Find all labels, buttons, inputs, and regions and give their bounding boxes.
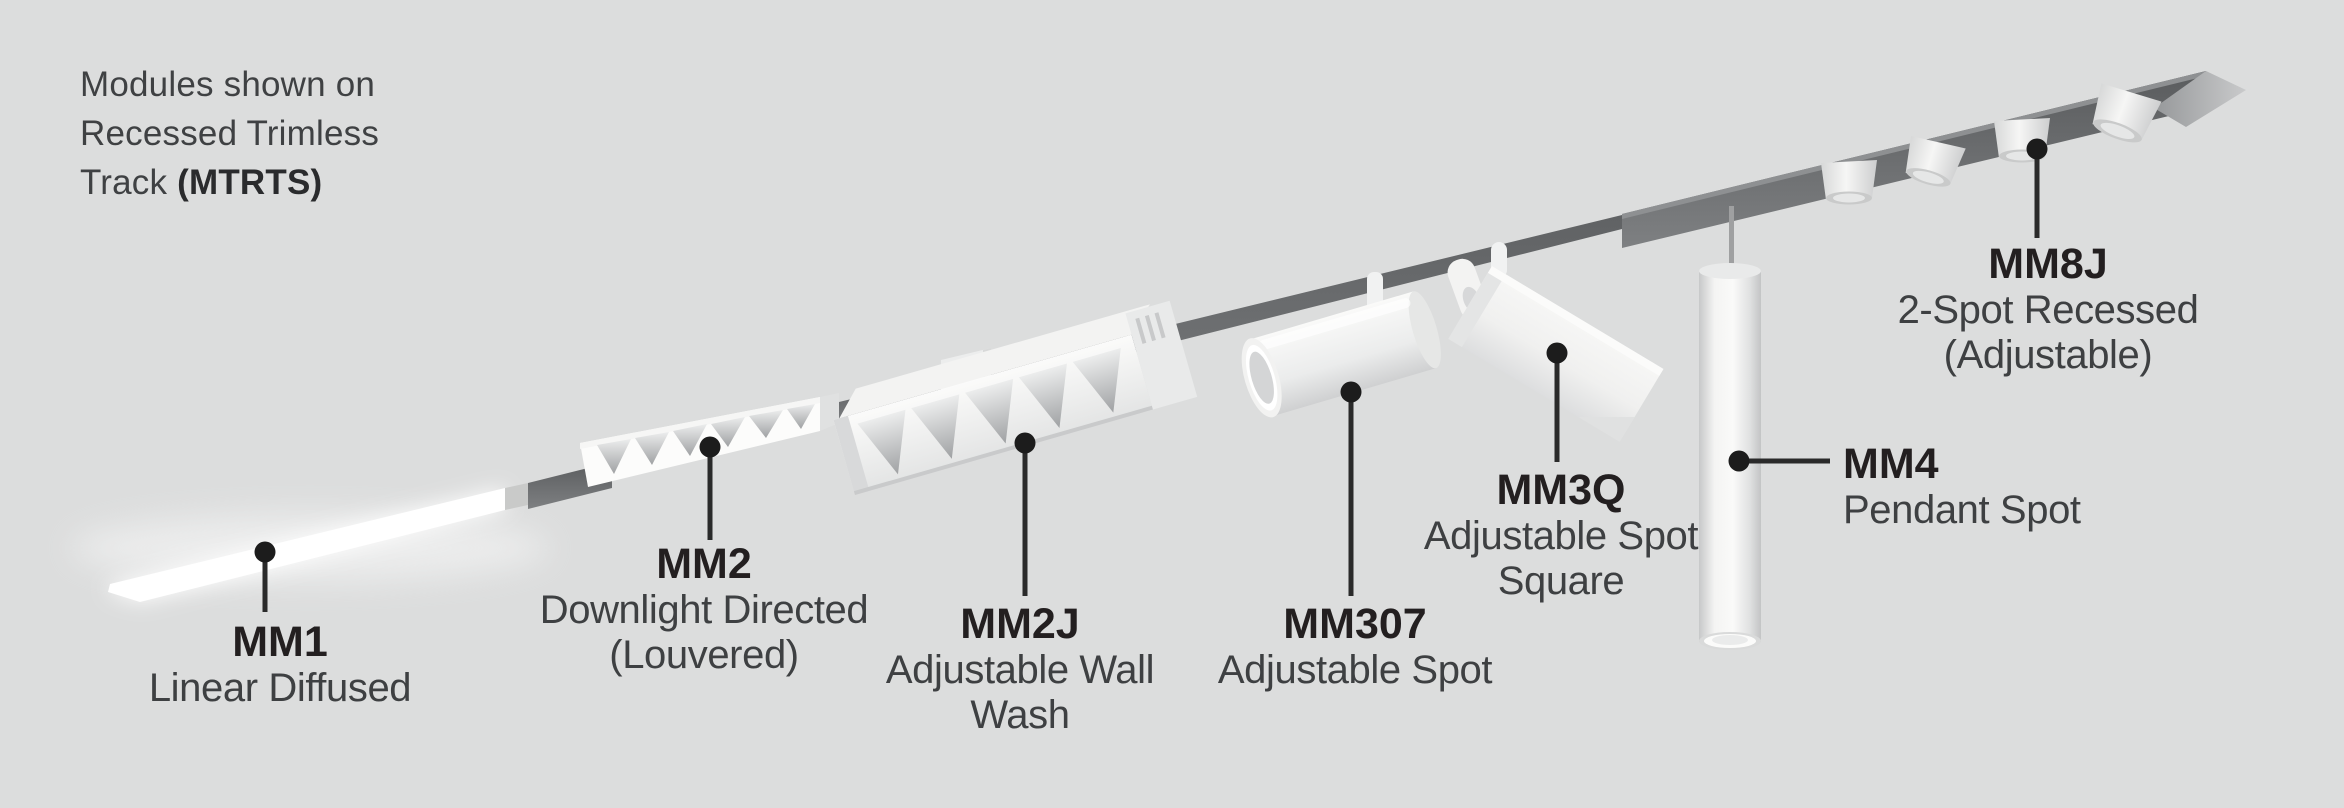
module-desc: Downlight Directed	[539, 588, 869, 632]
mm307-opening-inner	[1249, 351, 1274, 404]
mm2-louver-cell	[711, 417, 745, 447]
module-desc: Adjustable Wall	[885, 648, 1155, 692]
mm2-louver-cell	[597, 439, 631, 474]
mm4-fixture	[1699, 206, 1761, 650]
mm8j-spot-4	[2092, 83, 2162, 143]
title-line-2: Recessed Trimless	[80, 114, 380, 153]
mm4-top-cap	[1699, 263, 1761, 279]
mm2-louver-cell	[673, 424, 707, 456]
module-id: MM1	[232, 618, 328, 666]
leader-dot-mm307	[1340, 381, 1362, 403]
mm2-louver-cell	[749, 410, 783, 438]
mm1-fixture-strip	[108, 488, 505, 602]
leader-dots	[254, 138, 2048, 563]
mm8j-spot-1	[1821, 160, 1877, 205]
mm2j-louver-cell	[911, 394, 960, 459]
mm2j-vent	[1154, 312, 1166, 339]
module-id: MM2J	[960, 600, 1080, 648]
mm4-aperture	[1712, 635, 1748, 645]
mm2j-fixture	[833, 300, 1198, 495]
mm8j-spot-body	[1821, 160, 1877, 200]
track-endcap-1	[505, 483, 528, 510]
mm2j-bottom-edge	[853, 405, 1153, 495]
module-label-mm3q: MM3Q Adjustable Spot Square	[1423, 466, 1699, 604]
mm4-suspension-wire	[1729, 206, 1734, 276]
leader-dot-mm8j	[2026, 138, 2048, 160]
mm2j-louver-cell	[1072, 348, 1121, 413]
module-desc: (Adjustable)	[1943, 333, 2153, 377]
mm3q-top-edge	[1487, 266, 1664, 376]
mm307-rear-cap	[1408, 291, 1441, 369]
module-desc: 2-Spot Recessed	[1897, 288, 2199, 332]
leader-lines	[262, 149, 2040, 612]
mm8j-spot-lens	[1833, 193, 1865, 203]
mm2j-left-shade	[833, 415, 870, 495]
module-desc: Linear Diffused	[148, 666, 412, 710]
mm2j-vent	[1144, 315, 1156, 342]
module-id: MM2	[656, 540, 752, 588]
mm8j-spot-2	[1905, 135, 1966, 187]
mm8j-spot-lens	[2100, 122, 2135, 139]
module-label-mm8j: MM8J 2-Spot Recessed (Adjustable)	[1898, 240, 2199, 378]
module-id: MM8J	[1988, 240, 2108, 288]
module-id: MM3Q	[1496, 466, 1626, 514]
mm3q-left-face	[1448, 266, 1506, 348]
leader-dot-mm2	[699, 436, 721, 458]
mm307-fixture	[1241, 291, 1441, 418]
module-desc: (Louvered)	[609, 633, 799, 677]
title-line-1: Modules shown on	[80, 65, 376, 104]
leader-dot-mm1	[254, 541, 276, 563]
mm2-louver-cell	[635, 432, 669, 465]
module-desc: Adjustable Spot	[1217, 648, 1493, 692]
mm8j-fixture	[1821, 83, 2162, 205]
mm3q-tip-bevel	[1578, 417, 1635, 442]
module-id: MM4	[1843, 440, 1939, 488]
module-desc: Pendant Spot	[1843, 488, 2081, 532]
mm2j-endcap	[1125, 300, 1198, 410]
module-label-mm4: MM4 Pendant Spot	[1843, 440, 2081, 533]
module-desc: Square	[1497, 559, 1625, 603]
mm2-louver-cell	[787, 404, 815, 429]
mm307-highlight	[1258, 298, 1411, 350]
leader-dot-mm4	[1728, 450, 1750, 472]
module-desc: Adjustable Spot	[1423, 514, 1699, 558]
leader-dot-mm2j	[1014, 432, 1036, 454]
mm2j-louver-cell	[857, 409, 906, 475]
mm2j-louver-cell	[1018, 363, 1067, 429]
mm2j-top-slab	[839, 304, 1150, 419]
leader-dot-mm3q	[1546, 342, 1568, 364]
mm8j-spot-lens	[1912, 170, 1944, 184]
track-code: (MTRTS)	[177, 163, 323, 202]
mm307-body	[1248, 291, 1437, 417]
module-id: MM307	[1283, 600, 1427, 648]
mm2j-vent	[1135, 317, 1147, 344]
diagram-title: Modules shown on Recessed Trimless Track…	[80, 60, 379, 207]
mm2-top-face	[580, 397, 820, 449]
track-end-tail	[2154, 71, 2246, 127]
mm2-fixture	[580, 393, 839, 487]
title-line-3: Track (MTRTS)	[80, 163, 323, 202]
module-label-mm1: MM1 Linear Diffused	[148, 618, 412, 711]
mm2j-louver-cell	[965, 378, 1014, 444]
module-desc: Wash	[970, 693, 1070, 737]
module-label-mm307: MM307 Adjustable Spot	[1217, 600, 1493, 693]
module-label-mm2: MM2 Downlight Directed (Louvered)	[540, 540, 869, 678]
module-label-mm2j: MM2J Adjustable Wall Wash	[885, 600, 1155, 738]
